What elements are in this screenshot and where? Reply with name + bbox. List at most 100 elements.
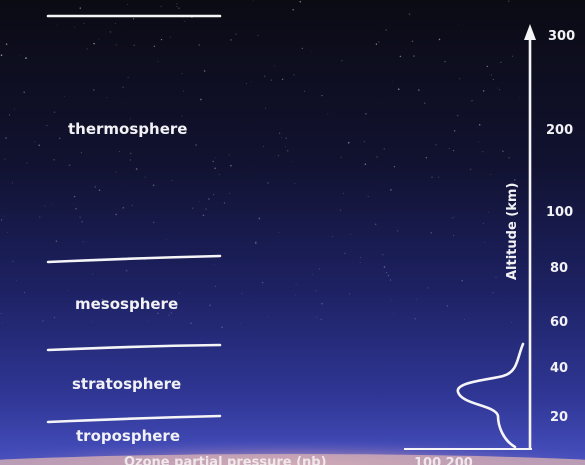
star-speck — [444, 60, 446, 63]
star-speck — [454, 216, 455, 218]
star-speck — [502, 150, 504, 153]
star-speck — [241, 293, 243, 295]
boundary-tropopause — [46, 414, 222, 424]
star-speck — [214, 167, 216, 170]
star-speck — [53, 111, 56, 113]
star-speck — [129, 127, 131, 129]
star-speck — [115, 44, 117, 46]
star-speck — [199, 201, 201, 202]
star-speck — [235, 33, 237, 35]
star-speck — [200, 98, 202, 101]
star-speck — [273, 65, 275, 67]
star-speck — [86, 48, 88, 50]
star-speck — [119, 151, 121, 152]
altitude-tick: 40 — [550, 361, 568, 376]
star-speck — [135, 168, 138, 170]
star-speck — [508, 0, 510, 2]
star-speck — [144, 176, 146, 178]
altitude-tick: 60 — [550, 315, 568, 330]
star-speck — [496, 87, 498, 89]
star-speck — [500, 61, 502, 63]
star-speck — [82, 241, 84, 243]
star-speck — [430, 231, 433, 234]
star-speck — [114, 23, 116, 24]
star-speck — [295, 294, 296, 296]
star-speck — [94, 186, 97, 188]
star-speck — [492, 292, 494, 294]
star-speck — [270, 79, 273, 81]
star-speck — [215, 157, 216, 159]
star-speck — [478, 123, 481, 126]
star-speck — [481, 150, 484, 153]
star-speck — [348, 293, 350, 295]
star-speck — [281, 137, 283, 139]
star-speck — [68, 164, 71, 167]
star-speck — [518, 96, 520, 98]
star-speck — [129, 152, 132, 155]
star-speck — [397, 88, 400, 91]
star-speck — [365, 113, 367, 115]
altitude-tick: 80 — [550, 261, 568, 276]
layer-label-stratosphere: stratosphere — [72, 375, 181, 393]
star-speck — [452, 149, 455, 152]
star-speck — [92, 89, 95, 91]
star-speck — [250, 81, 252, 83]
star-speck — [397, 230, 399, 232]
star-speck — [285, 145, 287, 147]
star-speck — [239, 323, 241, 325]
star-speck — [258, 217, 261, 220]
star-speck — [80, 152, 83, 154]
star-speck — [153, 45, 156, 47]
star-speck — [267, 316, 268, 317]
star-speck — [320, 318, 322, 321]
star-speck — [26, 162, 28, 164]
star-speck — [79, 7, 82, 9]
star-speck — [73, 195, 76, 198]
star-speck — [416, 298, 417, 300]
star-speck — [44, 205, 46, 207]
star-speck — [291, 161, 293, 163]
star-speck — [184, 20, 186, 22]
boundary-stratopause — [46, 343, 222, 352]
star-speck — [451, 217, 453, 219]
star-speck — [230, 39, 232, 41]
star-speck — [484, 241, 485, 243]
star-speck — [42, 320, 44, 322]
star-speck — [79, 216, 81, 219]
star-speck — [438, 176, 440, 178]
star-speck — [261, 281, 264, 284]
star-speck — [212, 160, 214, 162]
layer-label-thermosphere: thermosphere — [68, 120, 187, 138]
star-speck — [38, 144, 41, 147]
star-speck — [132, 18, 135, 20]
star-speck — [56, 24, 58, 26]
star-speck — [109, 31, 112, 33]
star-speck — [208, 198, 210, 200]
star-speck — [13, 108, 15, 110]
star-speck — [39, 216, 41, 218]
star-speck — [209, 304, 211, 307]
star-speck — [391, 299, 393, 301]
star-speck — [133, 44, 136, 47]
star-speck — [431, 176, 433, 179]
star-speck — [340, 209, 341, 211]
star-speck — [98, 189, 101, 192]
star-speck — [312, 273, 313, 275]
star-speck — [255, 241, 257, 243]
star-speck — [295, 284, 297, 286]
star-speck — [359, 256, 361, 258]
star-speck — [55, 240, 58, 242]
star-speck — [75, 207, 77, 210]
star-speck — [364, 163, 367, 165]
star-speck — [2, 322, 4, 324]
star-speck — [424, 102, 426, 104]
star-speck — [131, 204, 133, 206]
star-speck — [487, 211, 489, 213]
star-speck — [367, 195, 369, 198]
star-speck — [427, 287, 429, 289]
star-speck — [310, 50, 312, 52]
star-speck — [391, 81, 393, 82]
star-speck — [350, 234, 351, 235]
ozone-axis-ticks: 100 200 — [414, 456, 473, 465]
